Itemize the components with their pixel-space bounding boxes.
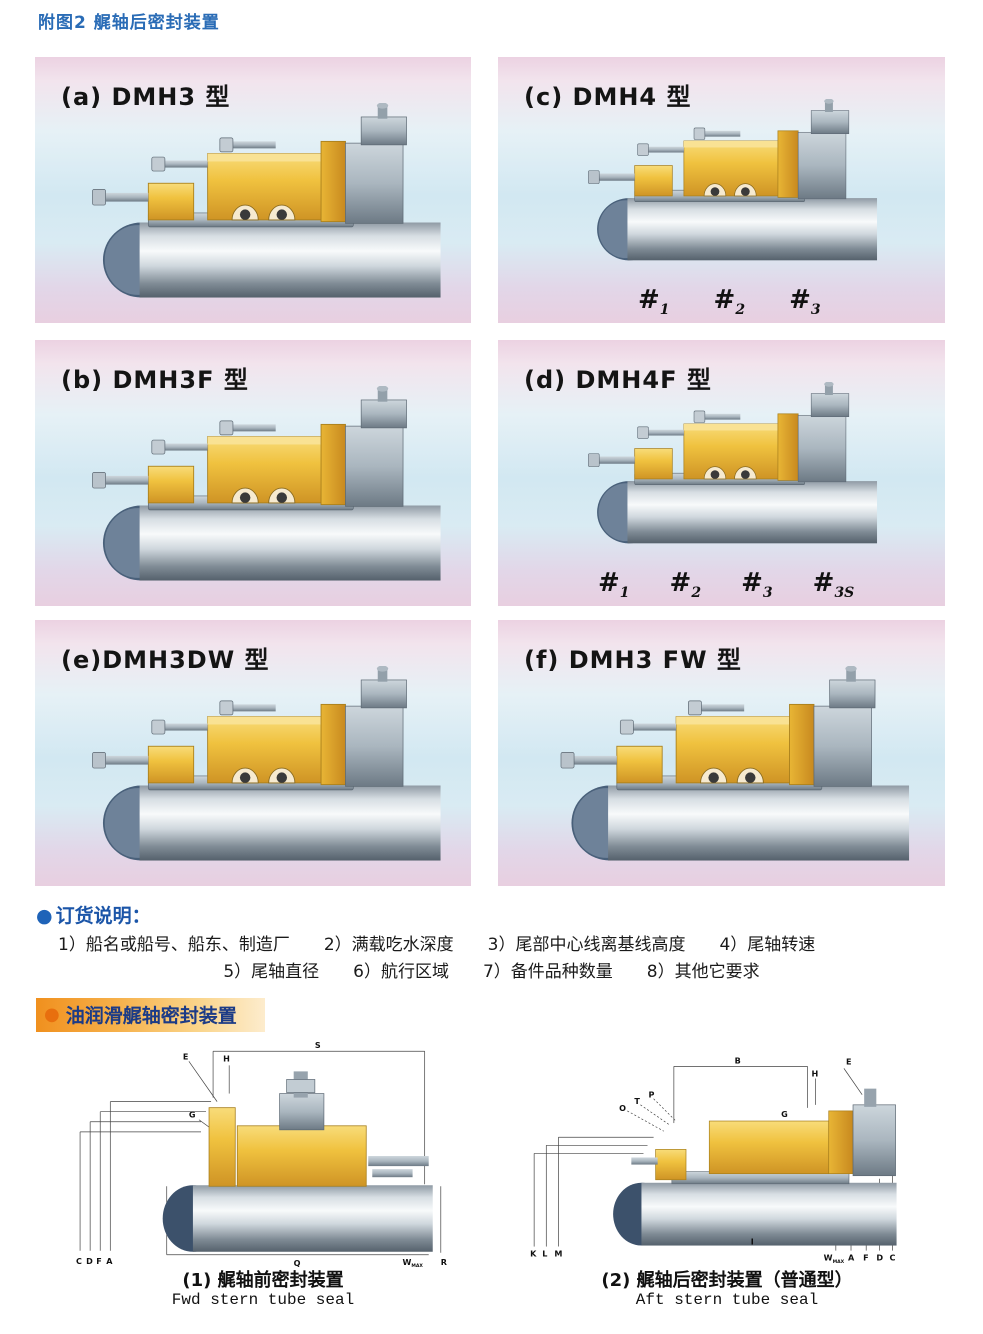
seal-cutaway-illustration [512, 382, 931, 552]
panel-dmh3fw-label: (f) DMH3 FW 型 [524, 646, 742, 674]
panel-dmh3dw-label: (e)DMH3DW 型 [61, 646, 270, 674]
dim-P: P [649, 1090, 655, 1100]
panel-dmh4-label: (c) DMH4 型 [524, 83, 692, 111]
dim-F: F [96, 1257, 102, 1266]
seal-ring-numbers: #1 #2 #3 [638, 285, 821, 317]
oil-section-heading-text: 油润滑艉轴密封装置 [65, 1005, 237, 1027]
dimension-letters: E H S G C D F A Q WMAX R [76, 1041, 448, 1269]
seal-cutaway-illustration [49, 386, 457, 591]
dim-G: G [781, 1109, 788, 1119]
aft-seal-caption-cn: (2) 艉轴后密封装置（普通型） [601, 1270, 853, 1291]
dim-Wmax: WMAX [403, 1258, 424, 1269]
fwd-seal-caption-cn: (1) 艉轴前密封装置 [182, 1270, 344, 1291]
dim-G: G [189, 1111, 196, 1120]
ordering-items-line-2: 5）尾轴直径 6）航行区域 7）备件品种数量 8）其他它要求 [223, 962, 760, 982]
dim-R: R [441, 1258, 448, 1267]
panel-dmh3f-label: (b) DMH3F 型 [61, 366, 249, 394]
dim-T: T [634, 1096, 640, 1106]
bullet-icon: ● [44, 1004, 60, 1025]
panel-dmh3f: (b) DMH3F 型 [35, 340, 471, 606]
bullet-icon: ● [36, 905, 53, 927]
panel-dmh3: (a) DMH3 型 [35, 57, 471, 323]
seal-cutaway-illustration [512, 99, 931, 269]
dim-B: B [735, 1055, 741, 1065]
ordering-notes-heading: ●订货说明： [36, 901, 151, 928]
dim-C: C [889, 1253, 895, 1263]
panel-dmh4f: (d) DMH4F 型 #1 #2 #3 #3S [498, 340, 945, 606]
dim-L: L [542, 1249, 547, 1259]
dim-O: O [619, 1103, 626, 1113]
hash-label-3: #3 [789, 284, 821, 318]
seal-cutaway-illustration [512, 666, 931, 871]
dim-A: A [106, 1257, 113, 1266]
panel-dmh3fw: (f) DMH3 FW 型 [498, 620, 945, 886]
dim-Wmax: WMAX [824, 1253, 845, 1265]
hash-label-1: #1 [598, 567, 630, 601]
hash-label-2: #2 [713, 284, 746, 318]
dimension-letters: B H E O T P G K L M I WMAX A F D C [530, 1055, 895, 1264]
dim-F: F [863, 1253, 869, 1263]
oil-lubricated-seal-banner: ●油润滑艉轴密封装置 [36, 998, 265, 1032]
dim-M: M [554, 1249, 562, 1259]
dim-E: E [183, 1052, 189, 1061]
hash-label-3s: #3S [812, 567, 855, 601]
dim-Q: Q [294, 1259, 301, 1268]
seal-ring-numbers: #1 #2 #3 #3S [598, 568, 854, 600]
aft-stern-tube-seal-drawing: B H E O T P G K L M I WMAX A F D C [530, 1055, 897, 1265]
seal-cutaway-illustration [49, 103, 457, 308]
panel-dmh4: (c) DMH4 型 #1 #2 #3 [498, 57, 945, 323]
page-title: 附图2 艉轴后密封装置 [38, 13, 220, 33]
seal-cutaway-illustration [49, 666, 457, 871]
dim-H: H [812, 1068, 819, 1078]
fwd-stern-tube-seal-drawing: E H S G C D F A Q WMAX R [76, 1041, 448, 1269]
dimension-lines [79, 1050, 442, 1256]
panel-dmh4f-label: (d) DMH4F 型 [524, 366, 712, 394]
dim-D: D [876, 1253, 883, 1263]
ordering-items-line-1: 1）船名或船号、船东、制造厂 2）满载吃水深度 3）尾部中心线离基线高度 4）尾… [58, 935, 816, 955]
hash-label-3: #3 [741, 567, 773, 601]
dim-I: I [751, 1237, 754, 1247]
panel-dmh3dw: (e)DMH3DW 型 [35, 620, 471, 886]
dim-S: S [315, 1041, 321, 1050]
dim-C: C [76, 1257, 82, 1266]
aft-seal-caption-en: Aft stern tube seal [635, 1291, 819, 1309]
hash-label-2: #2 [669, 567, 702, 601]
dim-H: H [223, 1054, 230, 1063]
dim-D: D [86, 1257, 93, 1266]
panel-dmh3-label: (a) DMH3 型 [61, 83, 231, 111]
hash-label-1: #1 [638, 284, 670, 318]
ordering-heading-text: 订货说明： [55, 905, 151, 927]
dim-E: E [846, 1056, 852, 1066]
dim-A: A [848, 1253, 855, 1263]
dim-K: K [530, 1249, 537, 1259]
fwd-seal-caption-en: Fwd stern tube seal [171, 1291, 355, 1309]
